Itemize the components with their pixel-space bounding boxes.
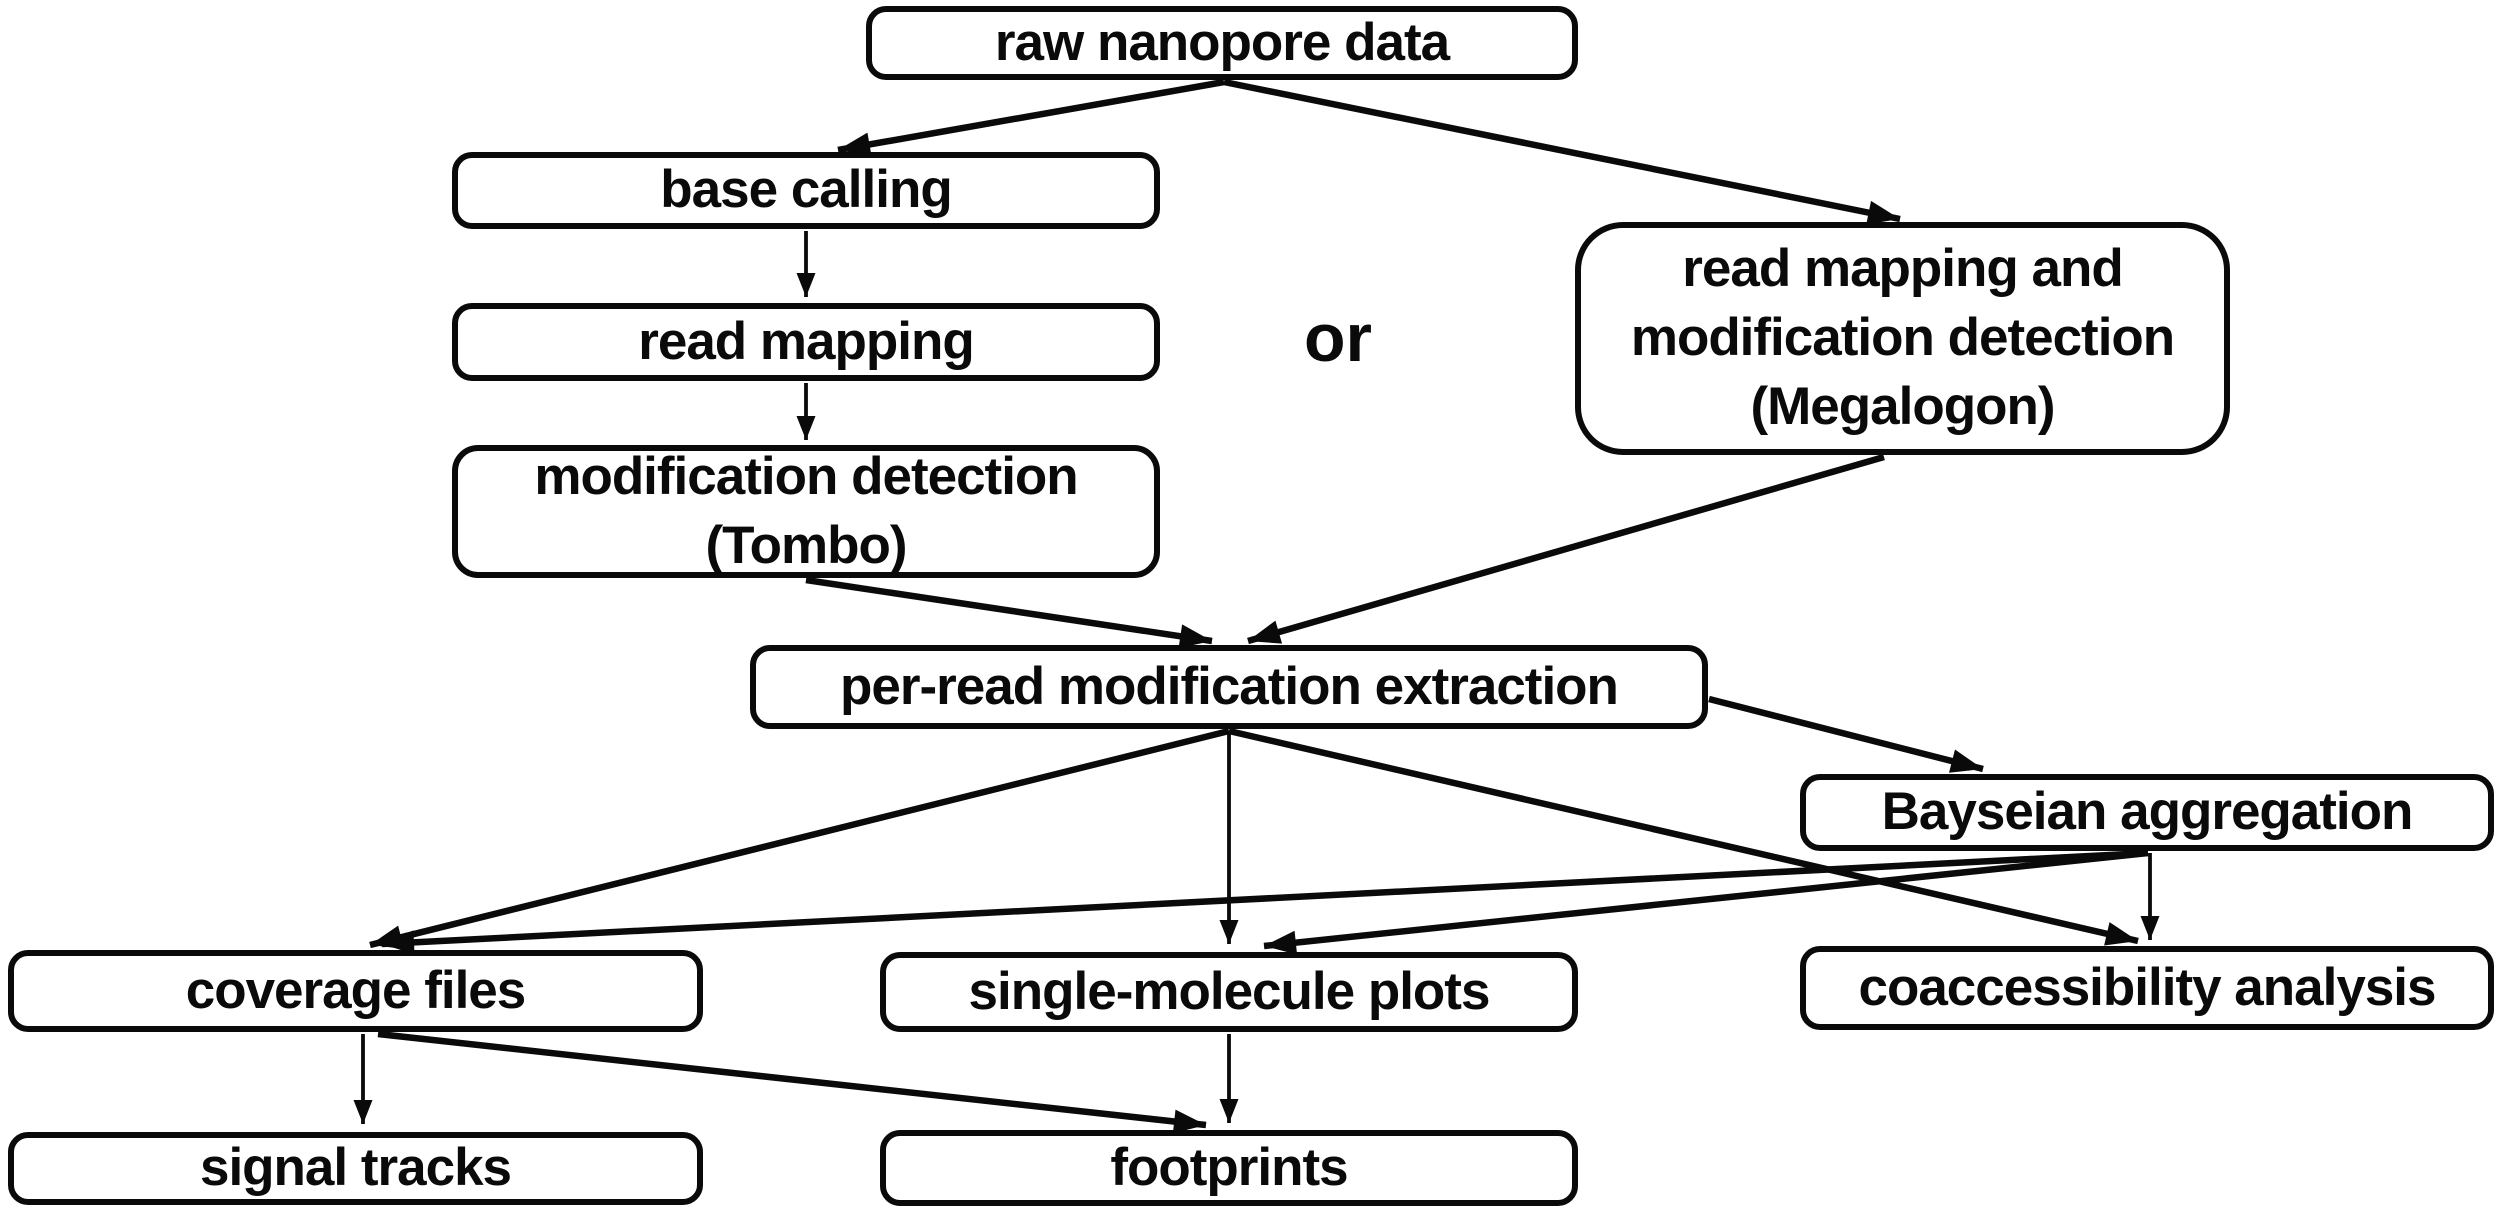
node-coaccessibility-analysis-label: coaccessibility analysis [1858,957,2436,1017]
edge-per-read-to-coaccessibility [1228,727,2139,946]
or-label-text: or [1304,300,1372,376]
node-read-mapping-and-modification-detection-megalogon: read mapping and modification detection … [1575,222,2230,455]
node-signal-tracks-label: signal tracks [199,1138,512,1198]
node-raw-nanopore-data: raw nanopore data [866,6,1578,80]
node-coaccessibility-analysis: coaccessibility analysis [1800,946,2494,1030]
node-base-calling: base calling [452,152,1160,229]
node-single-molecule-plots-label: single-molecule plots [968,961,1491,1021]
node-megalogon-label: read mapping and modification detection … [1630,239,2175,436]
node-signal-tracks: signal tracks [8,1132,703,1205]
or-label: or [1288,300,1388,376]
node-tombo-label: modification detection (Tombo) [534,446,1078,575]
node-raw-nanopore-data-label: raw nanopore data [994,12,1450,72]
edge-tombo-to-per-read [805,576,1213,649]
node-coverage-files: coverage files [8,950,703,1032]
node-bayseian-aggregation: Bayseian aggregation [1800,774,2494,851]
edge-megalodon-to-per-read [1247,453,1885,645]
edge-coverage-to-footprints [377,1030,1207,1134]
node-read-mapping: read mapping [452,303,1160,381]
node-bayseian-label: Bayseian aggregation [1881,782,2414,842]
edge-raw-to-megalodon [1223,78,1901,225]
node-coverage-files-label: coverage files [185,960,527,1020]
node-single-molecule-plots: single-molecule plots [880,952,1578,1032]
node-footprints: footprints [880,1130,1578,1206]
edge-per-read-to-bayseian [1708,695,1984,773]
node-read-mapping-label: read mapping [638,311,975,371]
node-footprints-label: footprints [1110,1137,1348,1197]
node-per-read-modification-extraction: per-read modification extraction [750,645,1708,729]
edge-bayseian-to-single-molecule [1263,849,2149,955]
node-per-read-label: per-read modification extraction [840,656,1619,716]
edge-per-read-to-coverage [369,727,1230,949]
edge-bayseian-to-coverage [381,849,2149,955]
edge-raw-to-base-calling [837,78,1225,157]
node-base-calling-label: base calling [660,160,952,220]
node-modification-detection-tombo: modification detection (Tombo) [452,445,1160,578]
